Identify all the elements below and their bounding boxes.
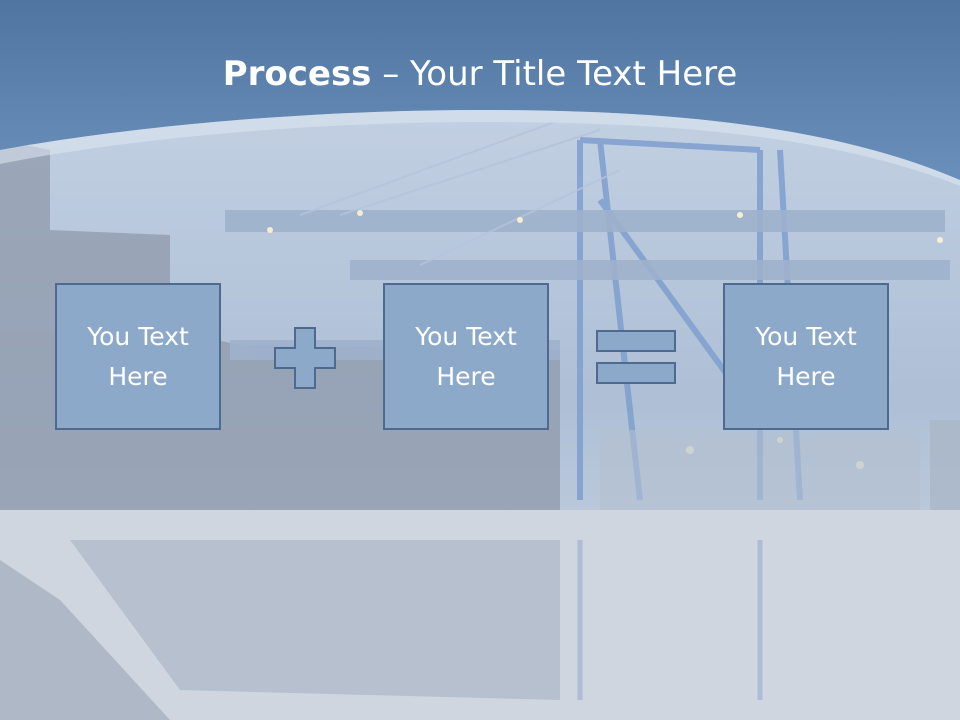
title-bold: Process — [222, 54, 372, 94]
process-box-3[interactable]: You Text Here — [723, 283, 889, 430]
title-rest: – Your Title Text Here — [371, 54, 738, 94]
box-1-line1: You Text — [87, 321, 189, 351]
box-3-line1: You Text — [755, 321, 857, 351]
process-box-2[interactable]: You Text Here — [383, 283, 549, 430]
equals-icon — [596, 330, 676, 384]
slide-title: Process – Your Title Text Here — [0, 52, 960, 96]
box-2-line1: You Text — [415, 321, 517, 351]
plus-icon — [274, 327, 336, 389]
process-box-1[interactable]: You Text Here — [55, 283, 221, 430]
box-2-line2: Here — [436, 361, 496, 391]
box-1-line2: Here — [108, 361, 168, 391]
box-3-line2: Here — [776, 361, 836, 391]
